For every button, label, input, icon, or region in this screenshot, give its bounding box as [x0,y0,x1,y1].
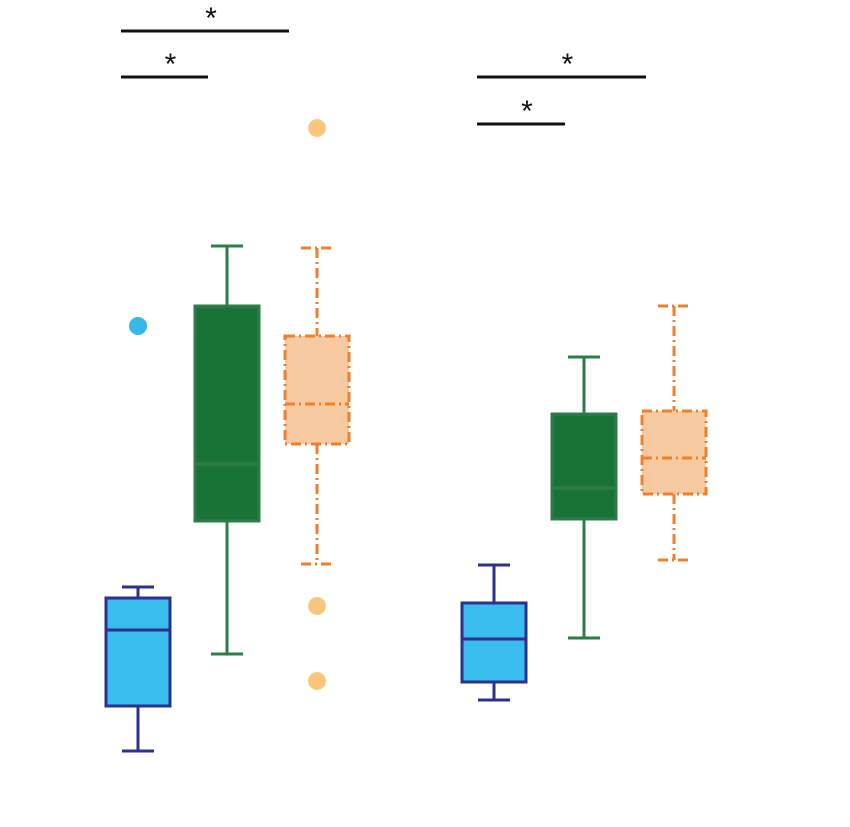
significance-bracket: * [121,2,289,35]
box-orange-group-1 [283,119,351,690]
significance-label: * [521,95,533,128]
outlier-point [308,672,326,690]
box-body [193,304,261,523]
box-green-group-1 [193,244,261,656]
outlier-point [308,597,326,615]
significance-label: * [205,2,217,35]
significance-layer: * * * * [121,2,646,128]
significance-label: * [562,48,574,81]
significance-bracket: * [477,48,646,81]
box-body [550,412,618,521]
box-body [104,596,172,708]
box-green-group-2 [550,355,618,640]
group-2 [460,304,708,702]
outlier-point [308,119,326,137]
significance-label: * [165,48,177,81]
box-body [283,334,351,446]
significance-bracket: * [477,95,565,128]
box-body [640,409,708,496]
box-orange-group-2 [640,304,708,562]
box-blue-group-1 [104,317,172,753]
significance-bracket: * [121,48,208,81]
outlier-point [129,317,147,335]
box-body [460,601,528,684]
boxes-layer [104,119,708,753]
group-1 [104,119,351,753]
box-blue-group-2 [460,563,528,702]
